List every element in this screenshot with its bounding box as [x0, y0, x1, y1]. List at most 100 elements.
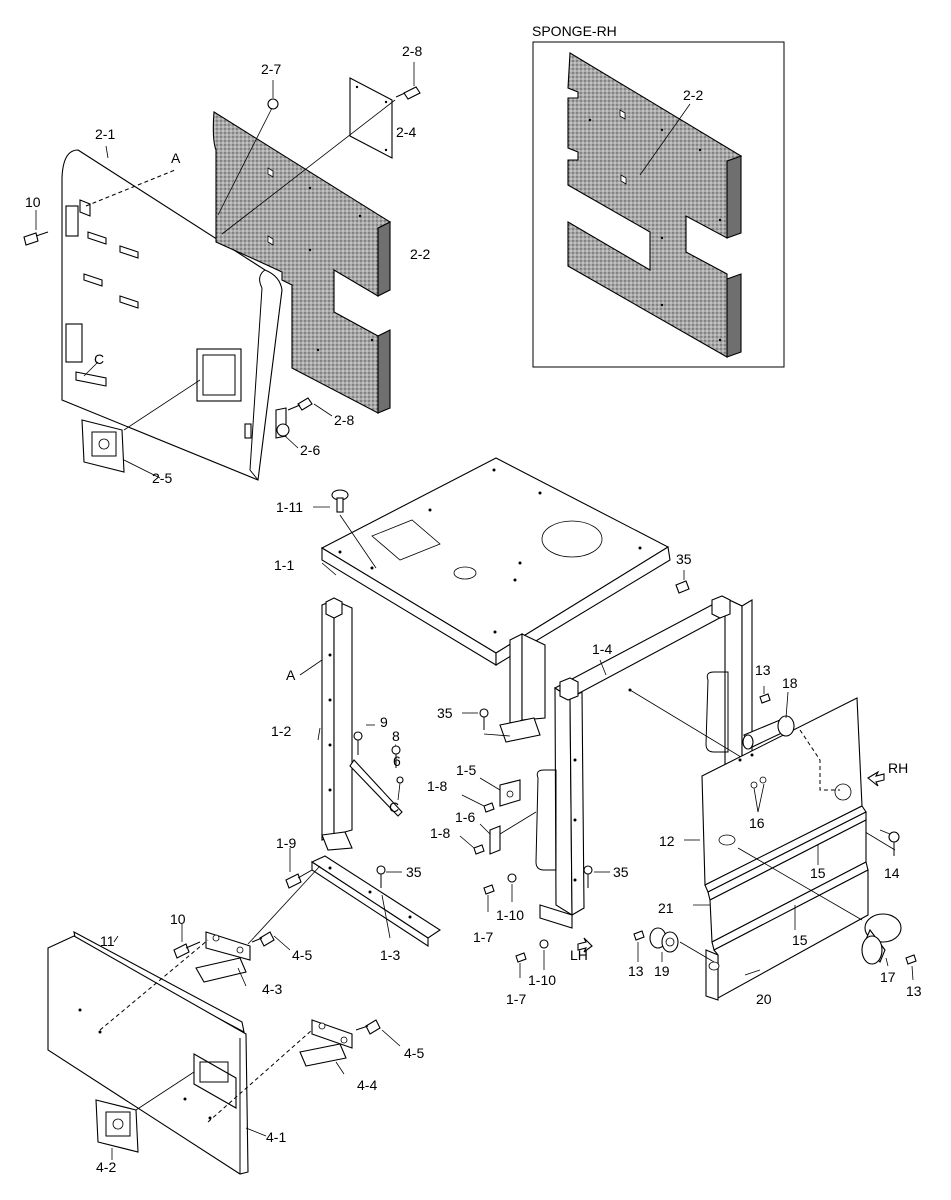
label-13-right: 13 [906, 983, 922, 999]
label-10-lower: 10 [170, 911, 186, 927]
label-1-10-upper: 1-10 [496, 907, 524, 923]
bottom-rail-1-3 [310, 855, 442, 948]
latch-2-6 [275, 397, 333, 449]
screw-35-rear [462, 708, 511, 737]
label-4-3: 4-3 [262, 981, 282, 997]
label-2-8-upper: 2-8 [402, 43, 422, 59]
rh-arrow-icon [867, 770, 885, 787]
label-6: 6 [393, 753, 401, 769]
label-2-7: 2-7 [261, 61, 281, 77]
label-13-left: 13 [628, 963, 644, 979]
fitting-18 [742, 691, 795, 750]
bracket-assembly-left [349, 724, 404, 817]
screw-13-top [759, 686, 771, 704]
bracket-1-6 [459, 823, 501, 855]
part-labels: 2-7 2-8 2-4 2-1 A 10 2-2 C 2-8 2-6 2-5 1… [25, 43, 922, 1175]
label-2-2: 2-2 [410, 246, 430, 262]
latch-bracket-upper [65, 205, 79, 237]
bolt-10-upper [23, 210, 49, 246]
label-19: 19 [654, 963, 670, 979]
label-15-lower: 15 [792, 932, 808, 948]
label-4-2: 4-2 [96, 1159, 116, 1175]
bracket-1-5 [461, 777, 521, 813]
lh-arrow-icon [577, 937, 593, 953]
inset-frame [532, 41, 785, 368]
label-1-7-upper: 1-7 [473, 929, 493, 945]
hinge-4-3 [195, 931, 251, 987]
top-plate-1-1 [320, 457, 671, 666]
label-35-right: 35 [613, 864, 629, 880]
handle-4-2 [95, 1071, 195, 1160]
bolt-4-5-upper [251, 931, 291, 951]
stud-1-7-lower [515, 952, 527, 978]
panel-12 [701, 697, 863, 886]
plate-2-4 [349, 77, 393, 159]
connector-19 [649, 927, 715, 963]
label-17: 17 [880, 969, 896, 985]
label-1-5: 1-5 [456, 762, 476, 778]
label-RH: RH [888, 760, 908, 776]
label-A-lower: A [286, 667, 296, 683]
inset-title: SPONGE-RH [532, 23, 617, 39]
label-1-8-lower: 1-8 [430, 825, 450, 841]
label-12: 12 [659, 833, 675, 849]
latch-bracket-lower [65, 323, 83, 363]
label-35-rail: 35 [406, 864, 422, 880]
label-2-5: 2-5 [152, 470, 172, 486]
label-1-9: 1-9 [276, 835, 296, 851]
inset-part-label: 2-2 [683, 87, 703, 103]
label-4-5-upper: 4-5 [292, 947, 312, 963]
label-2-4: 2-4 [396, 124, 416, 140]
label-C-upper: C [94, 351, 104, 367]
frame-1-4 [535, 595, 753, 929]
label-35-top: 35 [676, 551, 692, 567]
screw-13-left [633, 930, 645, 962]
label-1-3: 1-3 [380, 947, 400, 963]
sponge-rh-panel [567, 52, 743, 358]
screw-35-rail [376, 865, 402, 888]
sponge-2-2 [212, 111, 392, 414]
label-A-upper: A [171, 150, 181, 166]
label-1-6: 1-6 [455, 809, 475, 825]
label-1-7-lower: 1-7 [506, 991, 526, 1007]
label-2-6: 2-6 [300, 442, 320, 458]
label-8: 8 [392, 728, 400, 744]
label-1-2: 1-2 [271, 723, 291, 739]
screw-2-7 [217, 80, 279, 216]
pillar-1-2 [321, 597, 353, 851]
label-9: 9 [380, 714, 388, 730]
label-1-10-lower: 1-10 [528, 972, 556, 988]
label-18: 18 [782, 675, 798, 691]
bolt-10-lower [173, 924, 201, 959]
label-20: 20 [756, 991, 772, 1007]
label-14: 14 [884, 865, 900, 881]
label-2-8-lower: 2-8 [334, 412, 354, 428]
handle-2-5 [81, 379, 201, 479]
label-1-8-upper: 1-8 [427, 778, 447, 794]
side-panel-4-1 [47, 930, 249, 1175]
screw-13-right [905, 954, 917, 981]
label-1-11: 1-11 [276, 499, 303, 515]
screw-14 [879, 829, 900, 856]
screw-35-right [583, 865, 610, 888]
handle-recess [196, 348, 242, 402]
nut-1-10-upper [507, 873, 517, 902]
stud-1-7-upper [483, 884, 495, 912]
label-35-rear: 35 [437, 705, 453, 721]
inset-sponge-rh: SPONGE-RH 2-2 [532, 23, 785, 368]
bolt-1-11 [313, 489, 377, 569]
nut-1-10-lower [539, 939, 549, 970]
label-10-upper: 10 [25, 194, 41, 210]
bolt-1-9 [285, 848, 313, 889]
label-C-lower: C [389, 799, 399, 815]
screw-35-top [675, 570, 690, 594]
label-4-4: 4-4 [357, 1077, 377, 1093]
label-2-1: 2-1 [95, 126, 115, 142]
label-11: 11 [100, 933, 115, 949]
screw-2-8-upper [221, 62, 421, 235]
hinge-4-4 [299, 1019, 353, 1075]
label-21: 21 [658, 900, 674, 916]
label-4-1: 4-1 [266, 1129, 286, 1145]
bolt-4-5-lower [355, 1019, 401, 1047]
